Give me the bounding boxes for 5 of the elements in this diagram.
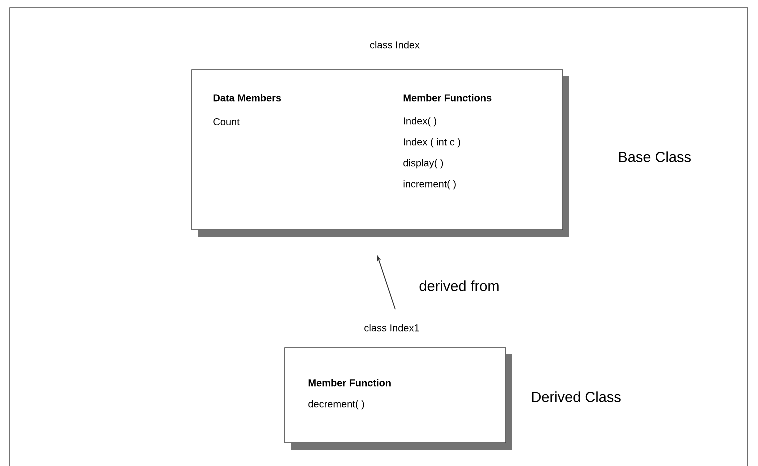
edge-label: derived from xyxy=(418,280,501,292)
box-caption: Derived Class xyxy=(532,392,621,402)
class-name: class Index xyxy=(370,41,420,49)
class-name: class Index1 xyxy=(364,324,420,332)
box-caption: Base Class xyxy=(619,152,691,162)
